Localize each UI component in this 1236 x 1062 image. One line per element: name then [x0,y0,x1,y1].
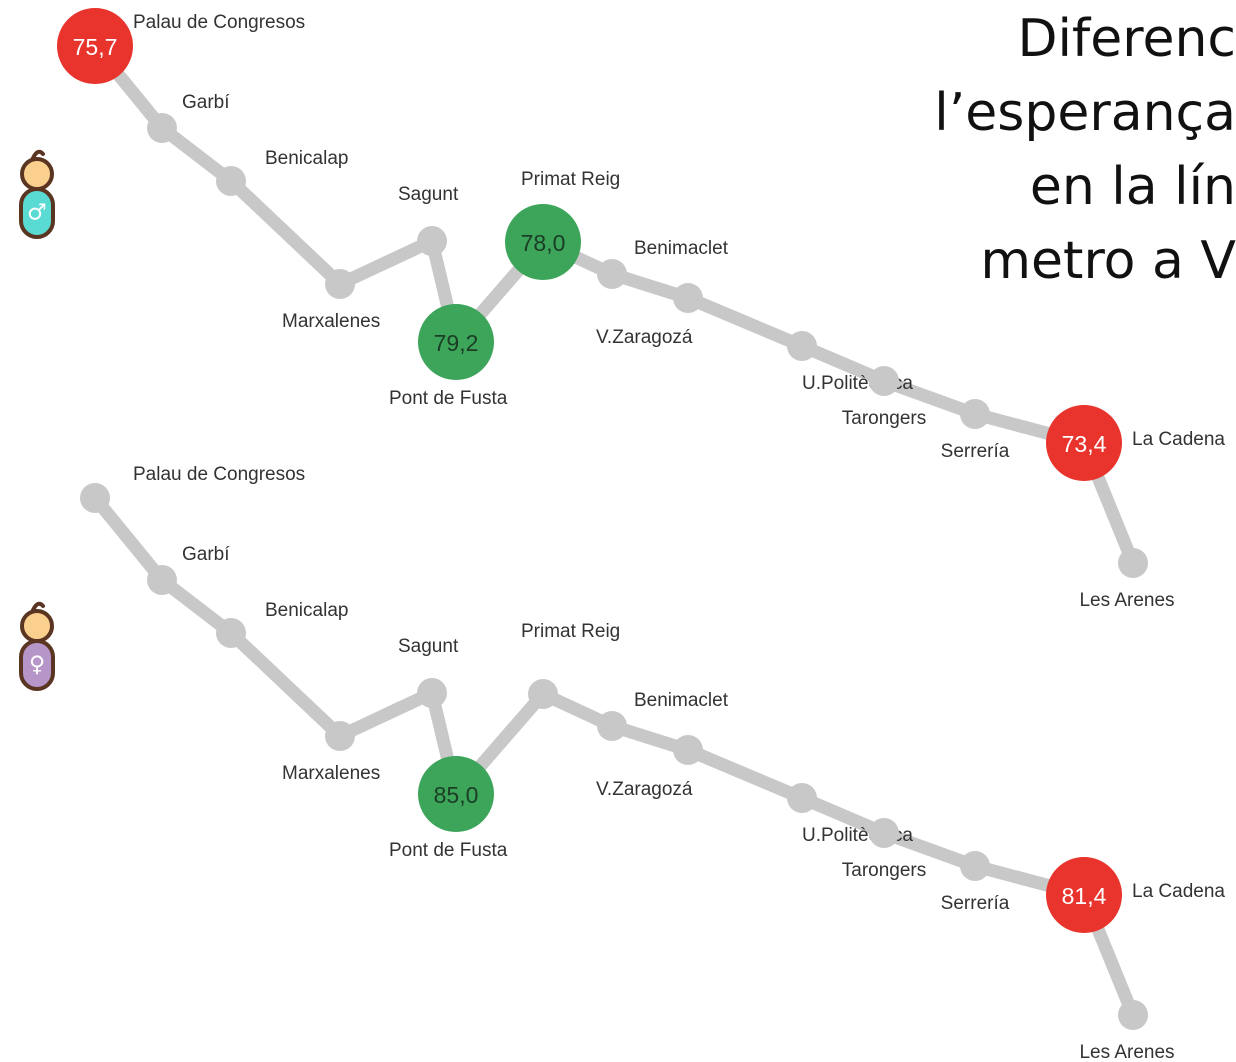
hair-curl [31,149,45,160]
value-label: 78,0 [521,230,566,256]
station-dot [417,226,447,256]
station-label: Garbí [182,544,230,565]
station-dot [325,721,355,751]
baby-head [20,609,54,643]
value-label: 85,0 [434,782,479,808]
station-dot [216,166,246,196]
station-label: Sagunt [398,184,459,205]
title-line: Diferenc [1017,9,1236,69]
station-dot [216,618,246,648]
station-dot [597,711,627,741]
title: Diferenc l’esperança en la lín metro a V [880,2,1236,298]
station-dot [80,483,110,513]
value-label: 79,2 [434,330,479,356]
title-line: en la lín [1029,157,1236,217]
station-dot [147,565,177,595]
station-dot [673,283,703,313]
station-label: La Cadena [1132,429,1225,450]
female-symbol: ♀ [29,653,45,678]
value-label: 75,7 [73,34,118,60]
station-label: Serrería [941,893,1010,914]
station-label: Marxalenes [282,311,380,332]
station-label: Benimaclet [634,238,729,259]
station-label: Serrería [941,441,1010,462]
value-bubble [57,8,133,84]
value-label: 81,4 [1062,883,1107,909]
male-baby-icon: ♂ [19,149,55,239]
female-baby-icon: ♀ [19,601,55,691]
station-dot [787,331,817,361]
station-label: Les Arenes [1079,1042,1174,1062]
station-dot [597,259,627,289]
baby-body [19,187,55,239]
value-bubble [418,756,494,832]
male-symbol: ♂ [27,201,47,226]
station-label: Palau de Congresos [133,464,305,485]
station-label: Primat Reig [521,169,620,190]
title-line: metro a V [980,231,1236,291]
station-dot [960,851,990,881]
value-bubble [1046,405,1122,481]
station-dot [1118,1000,1148,1030]
station-label: Benicalap [265,600,348,621]
station-label: Palau de Congresos [133,12,305,33]
station-dot [528,679,558,709]
station-label: Pont de Fusta [389,388,508,409]
station-label: Benimaclet [634,690,729,711]
station-label: La Cadena [1132,881,1225,902]
station-dot [1118,548,1148,578]
station-dot [960,399,990,429]
value-label: 73,4 [1062,431,1107,457]
station-label: Benicalap [265,148,348,169]
station-dot [325,269,355,299]
metro-line [88,39,1140,570]
station-label: Marxalenes [282,763,380,784]
station-label: V.Zaragozá [596,779,693,800]
station-label: Tarongers [842,860,927,881]
station-label: Les Arenes [1079,590,1174,611]
station-dot [673,735,703,765]
station-dot [869,366,899,396]
station-dot [787,783,817,813]
value-bubble [505,204,581,280]
hair-curl [31,601,45,612]
panel-female: Palau de CongresosGarbíBenicalapMarxalen… [19,464,1225,1062]
value-bubble [418,304,494,380]
station-dot [417,678,447,708]
baby-head [20,157,54,191]
station-dot [869,818,899,848]
station-label: Tarongers [842,408,927,429]
station-label: Garbí [182,92,230,113]
panel-male: Palau de CongresosGarbíBenicalapMarxalen… [19,8,1225,611]
metro-line [88,491,1140,1022]
station-label: V.Zaragozá [596,327,693,348]
station-label: Pont de Fusta [389,840,508,861]
value-bubble [1046,857,1122,933]
station-label: Primat Reig [521,621,620,642]
baby-body [19,639,55,691]
station-label: Sagunt [398,636,459,657]
title-line: l’esperança [934,83,1236,143]
station-dot [147,113,177,143]
